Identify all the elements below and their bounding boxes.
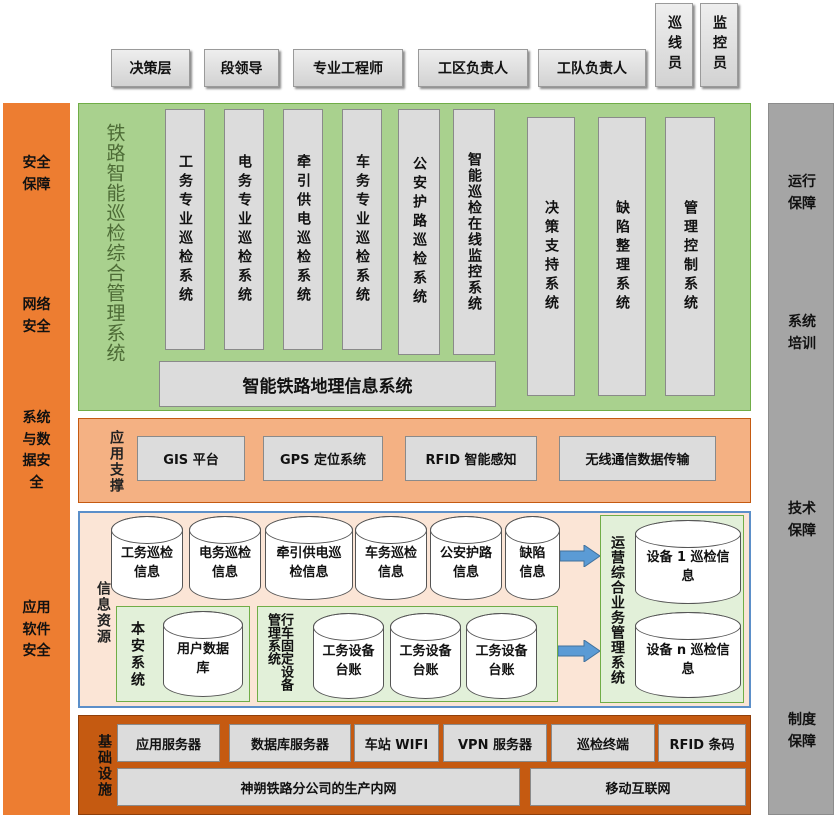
subsystem-traction-power: 牵引供电巡检系统 (283, 109, 323, 350)
support-item-gis: GIS 平台 (137, 436, 245, 481)
left-item-app-software-security: 应用软件安全 (22, 600, 51, 660)
subsystem-online-monitor: 智能巡检在线监控系统 (453, 109, 495, 355)
subsystem-police-patrol: 公安护路巡检系统 (398, 109, 440, 355)
app-support-label: 应用支撑 (108, 430, 124, 494)
subsystem-signal: 电务专业巡检系统 (224, 109, 264, 350)
right-item-training: 系统培训 (788, 314, 816, 352)
cylinder-user-db: 用户数据库 (163, 611, 243, 697)
arrow-to-ops-2 (558, 640, 600, 662)
cylinder-device-1: 设备 1 巡检信息 (635, 520, 741, 604)
local-safety-label: 本安系统 (129, 621, 145, 689)
support-item-gps: GPS 定位系统 (263, 436, 383, 481)
cylinder-track-info: 工务巡检信息 (111, 516, 183, 600)
support-item-wireless: 无线通信数据传输 (559, 436, 716, 481)
gis-bar: 智能铁路地理信息系统 (159, 361, 496, 407)
right-item-operation: 运行保障 (788, 174, 816, 212)
cylinder-vehicle-info: 车务巡检信息 (355, 516, 427, 600)
server-app: 应用服务器 (117, 724, 220, 762)
mobile-internet: 移动互联网 (530, 768, 746, 806)
left-item-network-security: 网络安全 (22, 297, 51, 335)
subsystem-vehicle: 车务专业巡检系统 (342, 109, 382, 350)
role-work-area-head: 工区负责人 (418, 49, 528, 87)
system-title: 铁路智能巡检综合管理系统 (103, 122, 126, 363)
patrol-terminal: 巡检终端 (551, 724, 655, 762)
right-guarantee-column: 运行保障 系统培训 技术保障 制度保障 (768, 103, 834, 815)
role-line-patroller: 巡线员 (655, 3, 693, 87)
role-decision-layer: 决策层 (111, 49, 190, 87)
cylinder-track-ledger-1: 工务设备台账 (313, 613, 384, 699)
station-wifi: 车站 WIFI (354, 724, 439, 762)
left-item-security: 安全保障 (22, 155, 51, 193)
rfid-barcode: RFID 条码 (658, 724, 746, 762)
management-control-system: 管理控制系统 (665, 117, 715, 396)
cylinder-traction-info: 牵引供电巡检信息 (265, 516, 353, 600)
production-intranet: 神朔铁路分公司的生产内网 (117, 768, 520, 806)
cylinder-signal-info: 电务巡检信息 (189, 516, 261, 600)
subsystem-track: 工务专业巡检系统 (165, 109, 205, 350)
ops-integrated-label: 运营综合业务管理系统 (609, 535, 625, 685)
server-database: 数据库服务器 (229, 724, 351, 762)
cylinder-defect-info: 缺陷信息 (505, 516, 560, 600)
cylinder-track-ledger-2: 工务设备台账 (390, 613, 461, 699)
infrastructure-label: 基础设施 (96, 734, 112, 798)
role-work-team-head: 工队负责人 (538, 49, 646, 87)
right-item-technical: 技术保障 (788, 501, 816, 539)
support-item-rfid: RFID 智能感知 (405, 436, 537, 481)
defect-sorting-system: 缺陷整理系统 (598, 117, 646, 396)
role-section-leader: 段领导 (204, 49, 279, 87)
fixed-equipment-label: 行车固定设备管理系统 (265, 613, 293, 691)
cylinder-police-info: 公安护路信息 (430, 516, 502, 600)
decision-support-system: 决策支持系统 (527, 117, 575, 396)
cylinder-device-n: 设备 n 巡检信息 (635, 612, 741, 698)
role-monitor: 监控员 (700, 3, 738, 87)
left-item-system-data-security: 系统与数据安全 (22, 410, 51, 492)
left-security-column: 安全保障 网络安全 系统与数据安全 应用软件安全 (3, 103, 70, 815)
role-professional-engineer: 专业工程师 (293, 49, 403, 87)
server-vpn: VPN 服务器 (443, 724, 547, 762)
arrow-to-ops-1 (560, 545, 600, 567)
cylinder-track-ledger-3: 工务设备台账 (466, 613, 537, 699)
right-item-policy: 制度保障 (788, 712, 816, 750)
info-resources-label: 信息资源 (95, 581, 111, 645)
